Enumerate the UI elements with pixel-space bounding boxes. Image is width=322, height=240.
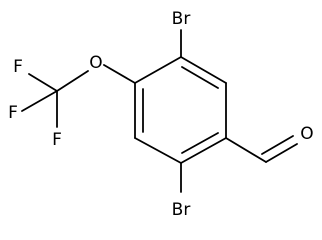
atom-o-ether: O	[89, 53, 102, 73]
bond-o-ether-cf3	[56, 70, 89, 92]
bond-cho-o-b	[261, 135, 294, 155]
bond-c-f-top	[28, 73, 58, 92]
ring-bond-c3-c4	[180, 137, 227, 164]
bond-layer	[21, 29, 298, 193]
bond-cho-o-a	[265, 143, 298, 163]
bond-c6-o-ether	[103, 64, 136, 84]
atom-f-top: F	[13, 57, 23, 77]
bond-c3-cho	[225, 137, 267, 163]
ring-bond-c4-c5	[134, 137, 182, 164]
atom-o-aldehyde: O	[300, 124, 313, 144]
atom-f-bottom: F	[52, 130, 62, 150]
ring-bond-c6-c1	[134, 56, 182, 84]
ring-double-bond-c3-c4	[181, 132, 219, 154]
atom-f-left: F	[8, 103, 18, 123]
ring-bond-c1-c2	[180, 56, 227, 84]
ring-double-bond-c1-c2	[181, 66, 219, 89]
atom-layer: Br Br O O F F F	[8, 9, 314, 220]
molecule-diagram: Br Br O O F F F	[8, 9, 314, 220]
atom-br-bottom: Br	[172, 200, 191, 220]
bond-c-f-left	[21, 90, 58, 112]
atom-br-top: Br	[172, 9, 191, 29]
